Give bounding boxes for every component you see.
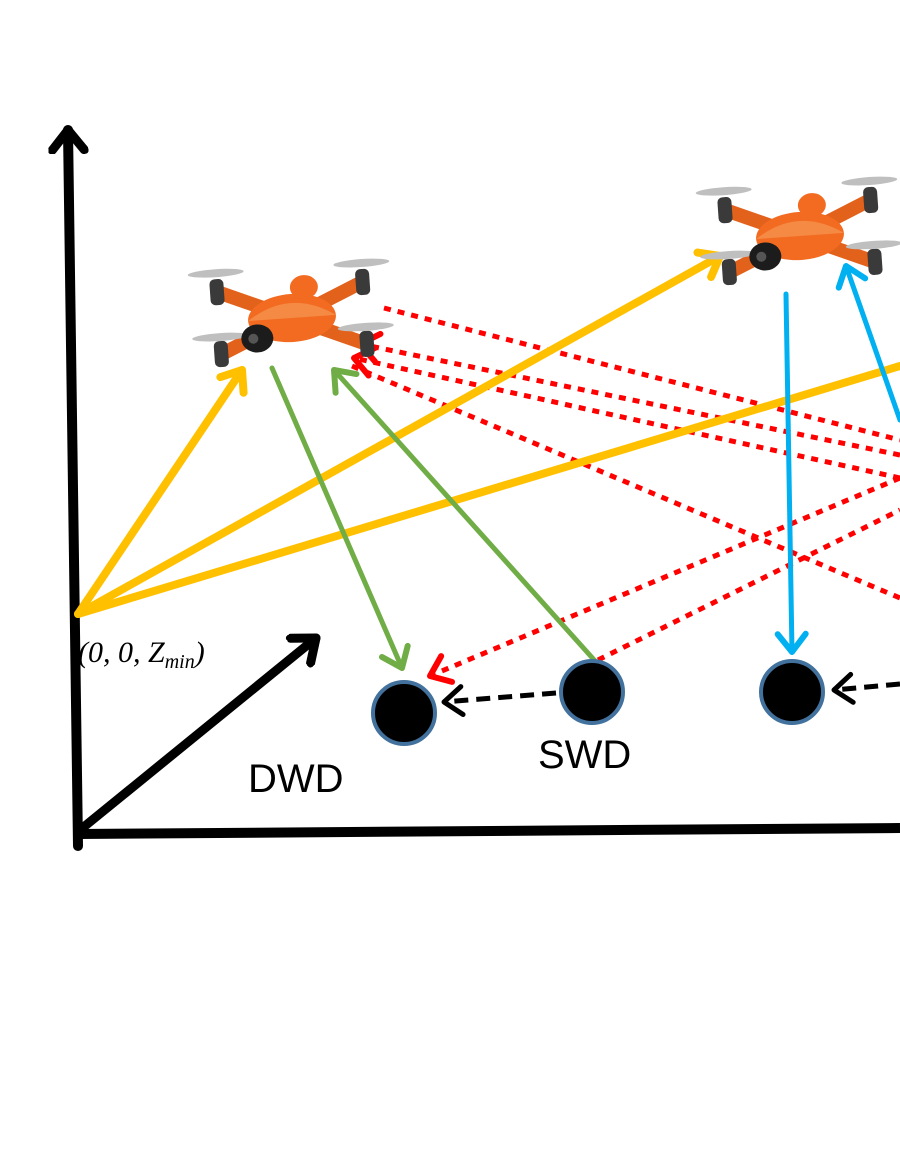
device-to-uav2-link — [835, 263, 900, 423]
swd-label: SWD — [538, 733, 631, 777]
interference-link — [427, 475, 900, 685]
interference-link — [383, 305, 900, 443]
origin-to-uav3-link — [74, 362, 900, 618]
offscreen-to-device-link — [831, 671, 900, 705]
interference-link — [351, 345, 900, 481]
uav-1 — [187, 257, 395, 369]
interference-links — [351, 305, 900, 685]
axes — [68, 125, 900, 851]
ground-devices — [371, 659, 825, 746]
uav1-device-links — [269, 365, 599, 671]
d2d-links — [441, 671, 900, 718]
device-dwd — [371, 680, 437, 746]
interference-link — [357, 330, 900, 458]
y-axis — [75, 633, 321, 835]
uav2-device-links — [774, 263, 900, 655]
z-axis — [68, 125, 78, 851]
uav-2 — [695, 175, 900, 287]
uav1-to-dwd-link — [269, 365, 411, 671]
device-3 — [759, 659, 825, 725]
interference-link — [351, 363, 900, 601]
x-axis — [77, 823, 900, 839]
swd-to-dwd-link — [441, 684, 557, 718]
dwd-label: DWD — [248, 757, 344, 801]
uav2-to-device-link — [774, 291, 809, 655]
device-swd — [559, 659, 625, 725]
origin-to-uav1-link — [74, 366, 248, 618]
origin-uav-links — [74, 248, 900, 618]
origin-to-uav2-link — [74, 248, 724, 618]
quadcopter-drone-icon — [187, 257, 395, 369]
quadcopter-drone-icon — [695, 175, 900, 287]
origin-label: (0, 0, Zmin) — [78, 636, 205, 673]
swd-to-uav1-link — [331, 367, 599, 665]
interference-link — [596, 507, 900, 663]
